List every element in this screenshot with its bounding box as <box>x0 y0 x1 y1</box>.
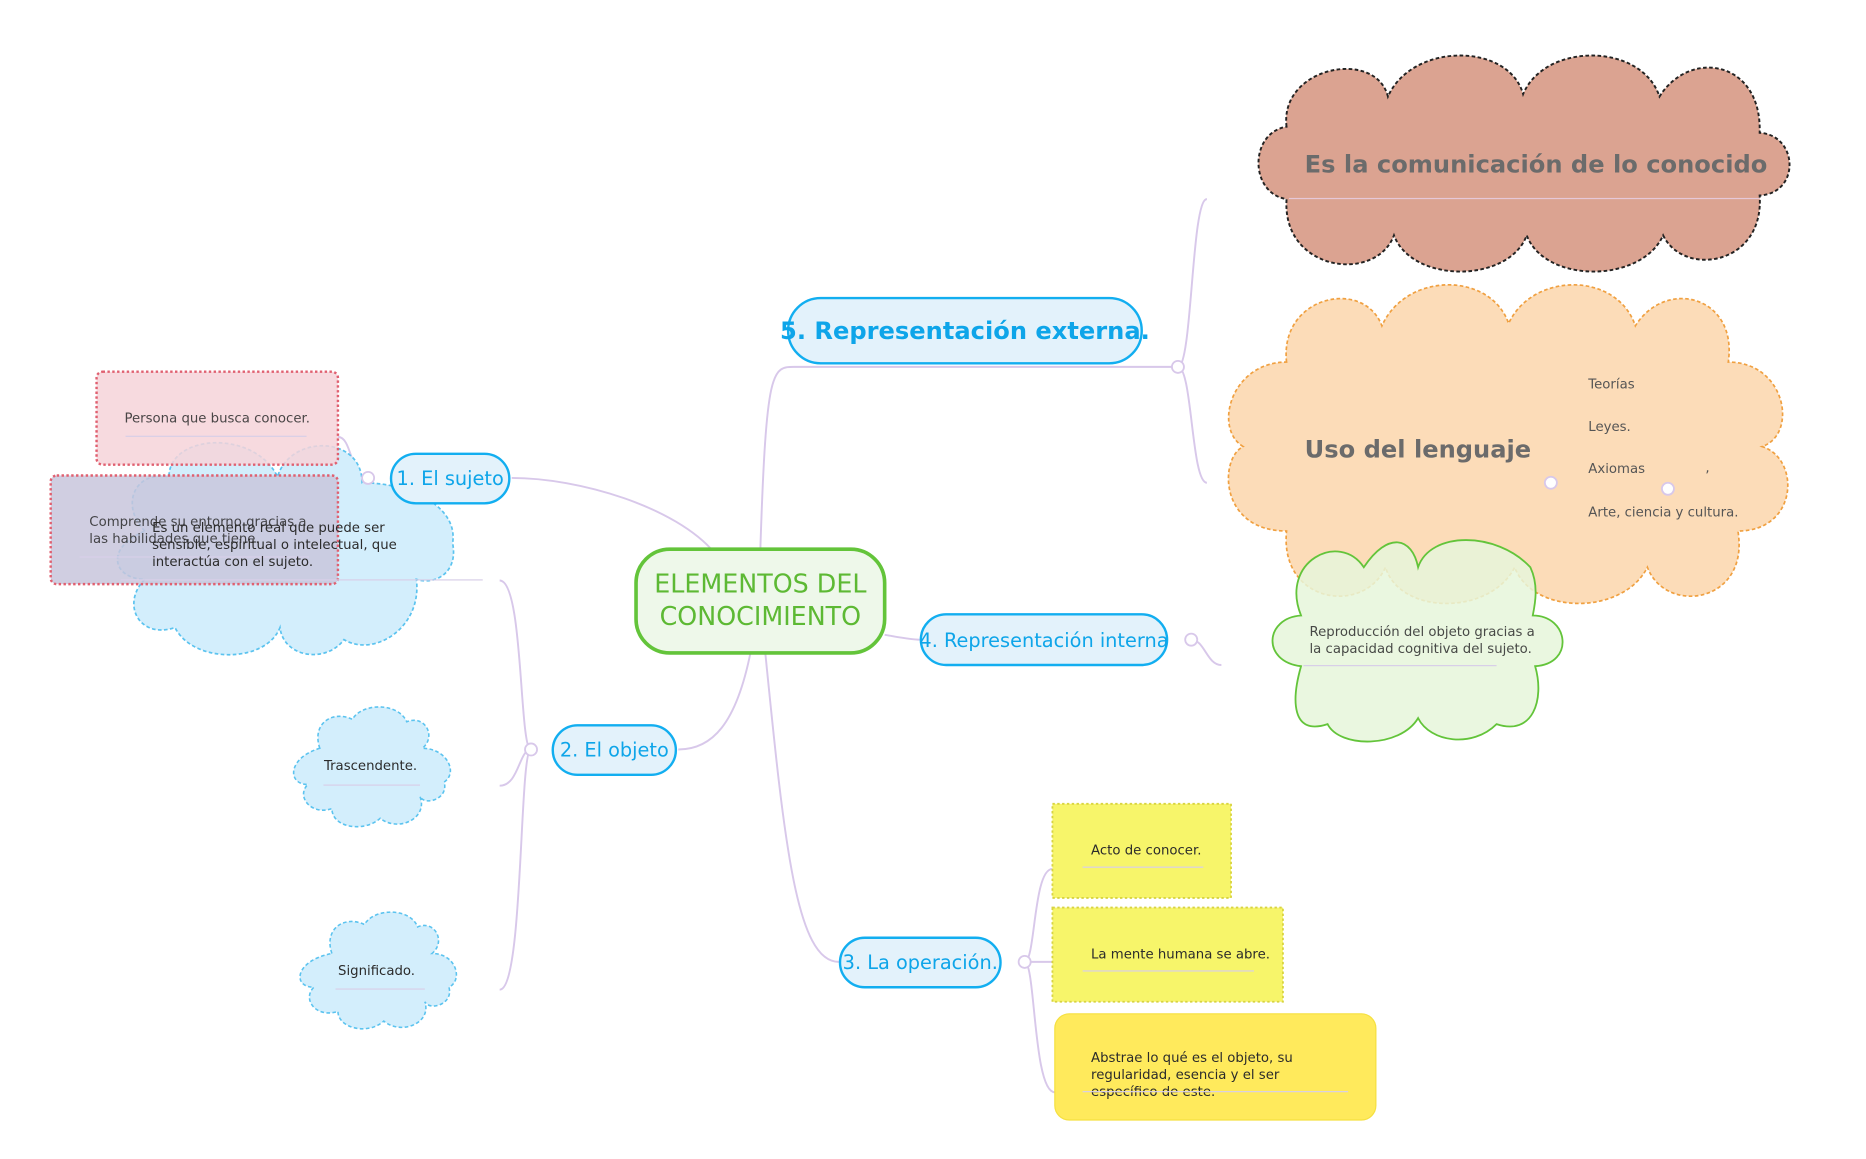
axiomas-comma-label: , <box>1705 459 1710 476</box>
operacion-child-1[interactable]: Acto de conocer. <box>1091 842 1201 859</box>
rep-interna-cloud <box>1271 539 1564 743</box>
objeto-child-significado[interactable]: Significado. <box>302 963 452 980</box>
topic-rep-externa[interactable]: 5. Representación externa. <box>780 296 1150 365</box>
topic-rep-interna-label: 4. Representación interna <box>919 628 1169 652</box>
leyes-label: Leyes. <box>1588 418 1631 435</box>
operacion-note-3-shape <box>1054 1013 1377 1121</box>
operacion-child-3-underline <box>1082 1091 1349 1093</box>
sujeto-note-1-shape <box>95 370 340 466</box>
lenguaje-cloud <box>1227 284 1789 605</box>
rep-interna-cloud-text[interactable]: Reproducción del objeto gracias a la cap… <box>1309 624 1538 658</box>
operacion-child-1-label: Acto de conocer. <box>1091 842 1202 859</box>
arte-label: Arte, ciencia y cultura. <box>1588 504 1739 521</box>
rep-interna-fork-dot[interactable] <box>1184 632 1199 647</box>
lenguaje-item-axiomas[interactable]: Axiomas <box>1588 461 1645 477</box>
trascendente-underline <box>323 784 421 786</box>
operacion-child-3[interactable]: Abstrae lo qué es el objeto, su regulari… <box>1091 1050 1349 1101</box>
operacion-note-1-shape <box>1051 802 1232 899</box>
sujeto-note-2[interactable]: Comprende su entorno gracias a las habil… <box>89 514 318 548</box>
sujeto-note-1-underline <box>125 435 307 437</box>
significado-cloud <box>299 911 458 1030</box>
lenguaje-item-arte[interactable]: Arte, ciencia y cultura. <box>1588 504 1738 520</box>
comunicacion-cloud-label: Es la comunicación de lo conocido <box>1304 149 1768 179</box>
lenguaje-fork-dot[interactable] <box>1543 475 1558 490</box>
significado-label: Significado. <box>338 963 416 979</box>
axiomas-comma[interactable]: , <box>1705 460 1709 476</box>
topic-rep-interna[interactable]: 4. Representación interna <box>919 613 1169 667</box>
topic-objeto[interactable]: 2. El objeto <box>551 724 678 777</box>
sujeto-cloud-underline <box>120 579 483 581</box>
operacion-child-2[interactable]: La mente humana se abre. <box>1091 946 1270 963</box>
lenguaje-item-leyes[interactable]: Leyes. <box>1588 419 1631 435</box>
objeto-child-trascendente[interactable]: Trascendente. <box>290 758 452 775</box>
trascendente-cloud <box>292 706 452 828</box>
axiomas-label: Axiomas <box>1588 461 1646 477</box>
lenguaje-cloud-label: Uso del lenguaje <box>1304 434 1532 464</box>
teorias-label: Teorías <box>1588 376 1635 393</box>
sujeto-cloud-text[interactable]: Es un elemento real que puede ser sensib… <box>152 520 424 571</box>
rep-interna-cloud-label: Reproducción del objeto gracias a la cap… <box>1309 623 1535 657</box>
comunicacion-underline <box>1288 197 1760 200</box>
lenguaje-item-teorias[interactable]: Teorías <box>1588 377 1634 393</box>
operacion-child-1-underline <box>1082 866 1204 868</box>
operacion-child-2-underline <box>1082 970 1254 972</box>
sujeto-note-1-text: Persona que busca conocer. <box>124 410 310 427</box>
trascendente-label: Trascendente. <box>323 757 418 774</box>
topic-sujeto[interactable]: 1. El sujeto <box>389 452 511 505</box>
topic-sujeto-label: 1. El sujeto <box>396 467 504 491</box>
rep-interna-cloud-underline <box>1303 665 1497 667</box>
operacion-child-2-label: La mente humana se abre. <box>1091 946 1270 962</box>
rep-externa-fork-dot[interactable] <box>1170 359 1185 374</box>
comunicacion-cloud-text[interactable]: Es la comunicación de lo conocido <box>1305 150 1768 179</box>
significado-underline <box>335 988 425 990</box>
central-node-shape <box>634 547 887 655</box>
comunicacion-cloud <box>1257 54 1791 273</box>
sujeto-note-2-underline <box>79 556 309 558</box>
central-node[interactable]: ELEMENTOS DEL CONOCIMIENTO <box>636 549 885 653</box>
objeto-fork-dot[interactable] <box>524 742 538 757</box>
operacion-fork-dot[interactable] <box>1017 954 1032 969</box>
central-title-line1: ELEMENTOS DEL <box>654 569 867 599</box>
topic-operacion[interactable]: 3. La operación. <box>838 936 1002 989</box>
central-title-line2: CONOCIMIENTO <box>659 602 862 632</box>
operacion-note-2-shape <box>1051 906 1284 1003</box>
topic-operacion-label: 3. La operación. <box>842 951 998 974</box>
lenguaje-cloud-text[interactable]: Uso del lenguaje <box>1305 434 1532 463</box>
sujeto-note-1[interactable]: Persona que busca conocer. <box>97 410 338 427</box>
topic-rep-externa-label: 5. Representación externa. <box>780 316 1150 346</box>
sujeto-fork-dot[interactable] <box>361 470 376 485</box>
sujeto-cloud-label: Es un elemento real que puede ser sensib… <box>152 520 397 570</box>
axiomas-fork-dot[interactable] <box>1660 481 1675 496</box>
topic-objeto-label: 2. El objeto <box>559 738 669 762</box>
sujeto-note-2-text: Comprende su entorno gracias a las habil… <box>89 514 307 547</box>
